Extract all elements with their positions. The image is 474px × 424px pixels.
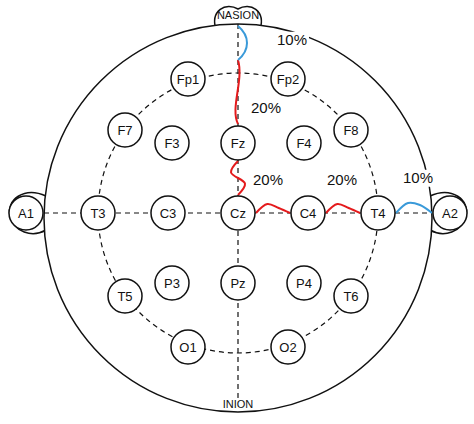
percent-label: 20%	[251, 172, 285, 189]
electrode-circle: O2	[270, 329, 306, 365]
electrode-label: F7	[117, 124, 132, 137]
electrode-circle: T4	[360, 195, 396, 231]
electrode-circle: Cz	[220, 195, 256, 231]
measure-curve	[256, 204, 290, 213]
percent-label: 20%	[249, 100, 283, 117]
electrode-label: T3	[90, 207, 105, 220]
electrode-circle: P4	[286, 265, 322, 301]
electrode-circle: Fp1	[170, 61, 206, 97]
head-outline	[44, 24, 432, 412]
percent-label: 10%	[401, 170, 435, 187]
right-ear	[430, 193, 467, 234]
measure-curve	[326, 204, 360, 213]
electrode-circle: Pz	[220, 265, 256, 301]
electrode-label: O2	[279, 341, 296, 354]
electrode-circle: T3	[80, 195, 116, 231]
electrode-circle: F8	[333, 112, 369, 148]
electrode-label: O1	[179, 341, 196, 354]
electrode-label: A1	[18, 207, 34, 220]
electrode-label: Cz	[230, 207, 246, 220]
electrode-circle: Fz	[220, 125, 256, 161]
electrode-label: Pz	[230, 277, 245, 290]
electrode-circle: T5	[107, 278, 143, 314]
electrode-label: T6	[343, 290, 358, 303]
electrode-label: A2	[442, 207, 458, 220]
percent-label: 20%	[325, 172, 359, 189]
electrode-label: F8	[343, 124, 358, 137]
electrode-label: F4	[296, 137, 311, 150]
electrode-circle: Fp2	[270, 61, 306, 97]
electrode-circle: F3	[154, 125, 190, 161]
percent-label: 10%	[275, 32, 309, 49]
electrode-label: P3	[164, 277, 180, 290]
electrode-label: F3	[164, 137, 179, 150]
electrode-label: Fp1	[177, 73, 199, 86]
electrode-label: Fp2	[277, 73, 299, 86]
electrode-circle: C3	[150, 195, 186, 231]
electrode-circle: T6	[333, 278, 369, 314]
landmark-label: NASION	[215, 9, 261, 21]
measure-curve	[238, 26, 247, 60]
electrode-circle: P3	[154, 265, 190, 301]
measure-curve	[231, 161, 245, 195]
electrode-circle: O1	[170, 329, 206, 365]
landmark-label: INION	[221, 398, 256, 410]
electrode-label: T4	[370, 207, 385, 220]
electrode-circle: F7	[107, 112, 143, 148]
electrode-circle: A2	[432, 195, 468, 231]
measure-curve	[235, 60, 239, 124]
electrode-circle: F4	[286, 125, 322, 161]
electrode-label: T5	[117, 290, 132, 303]
measure-curve	[396, 203, 432, 213]
electrode-label: P4	[296, 277, 312, 290]
electrode-label: Fz	[231, 137, 245, 150]
electrode-label: C4	[300, 207, 317, 220]
electrode-circle: A1	[8, 195, 44, 231]
electrode-circle: C4	[290, 195, 326, 231]
left-ear	[9, 193, 46, 234]
electrode-label: C3	[160, 207, 177, 220]
